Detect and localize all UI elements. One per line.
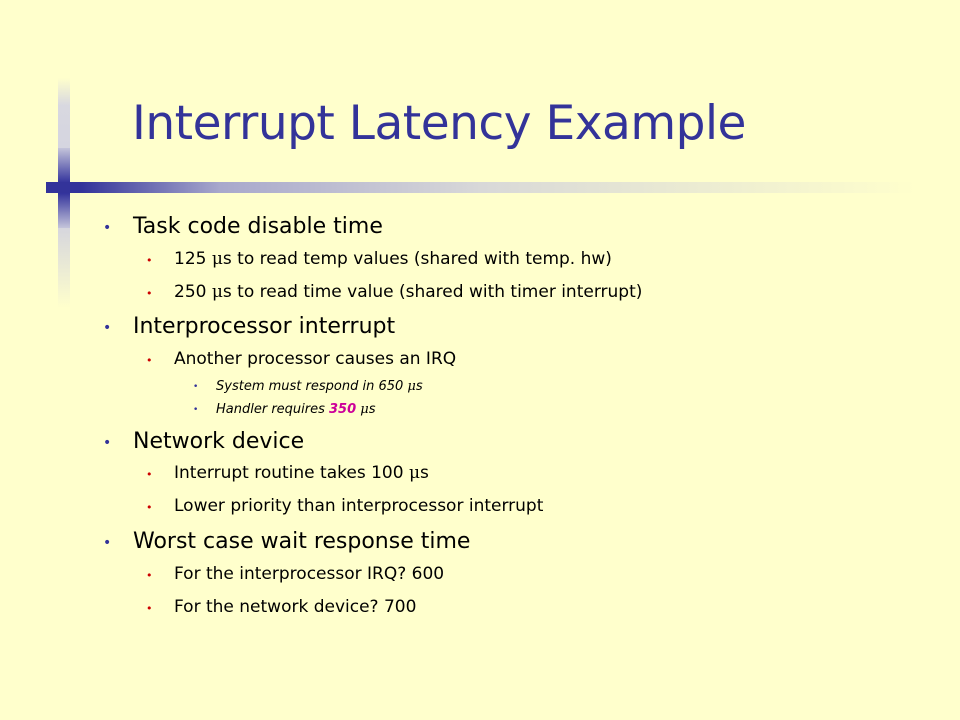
slide-title: Interrupt Latency Example bbox=[132, 96, 746, 151]
decorative-horizontal-bar bbox=[46, 182, 916, 193]
highlighted-value: 350 bbox=[329, 402, 357, 417]
bullet-dot: • bbox=[146, 602, 153, 615]
bullet-dot: • bbox=[103, 320, 112, 336]
bullet-dot: • bbox=[146, 501, 153, 514]
bullet-dot: • bbox=[146, 569, 153, 582]
bullet-dot: • bbox=[103, 535, 112, 551]
bullet-dot: • bbox=[146, 287, 153, 300]
bullet-dot: • bbox=[193, 382, 199, 392]
bullet-dot: • bbox=[146, 468, 153, 481]
bullet-dot: • bbox=[146, 254, 153, 267]
bullet-dot: • bbox=[103, 220, 112, 236]
bullet-dot: • bbox=[103, 435, 112, 451]
bullet-dot: • bbox=[193, 405, 199, 415]
bullet-dot: • bbox=[146, 354, 153, 367]
